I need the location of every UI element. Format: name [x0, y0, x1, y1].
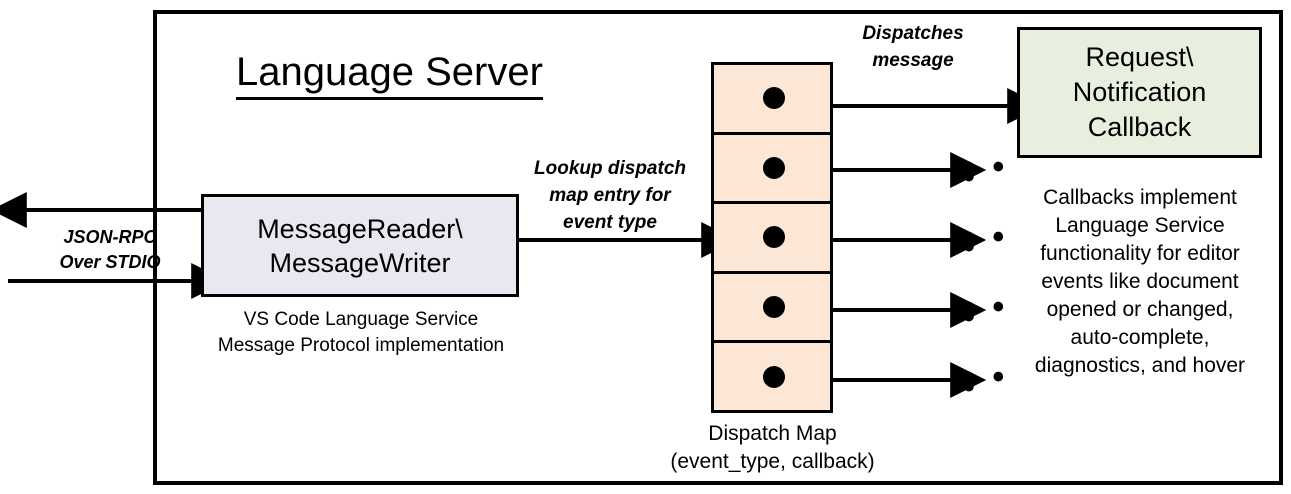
node-message-reader-writer[interactable]: MessageReader\ MessageWriter — [201, 194, 519, 297]
node-message-reader-line2: MessageWriter — [269, 247, 451, 278]
ellipsis-row-5: • • • — [963, 358, 1009, 406]
dispatch-map-caption: Dispatch Map (event_type, callback) — [655, 420, 890, 476]
node-callback-caption-line1: Callbacks implement — [1043, 186, 1237, 209]
lookup-edge-label-line3: event type — [563, 212, 657, 233]
table-row[interactable] — [714, 135, 830, 205]
dispatch-dot-icon — [763, 296, 785, 319]
dispatch-dot-icon — [763, 156, 785, 179]
jsonrpc-edge-label: JSON-RPC Over STDIO — [30, 225, 190, 275]
ellipsis-row-3: • • • — [963, 218, 1009, 266]
page-title: Language Server — [236, 49, 543, 100]
node-callback-line3: Callback — [1087, 112, 1192, 142]
lookup-edge-label-line2: map entry for — [549, 185, 671, 206]
dispatch-map-caption-line1: Dispatch Map — [708, 422, 837, 445]
table-row[interactable] — [714, 204, 830, 274]
node-callback-caption-line5: opened or changed, — [1046, 298, 1234, 321]
ellipsis-row-2: • • • — [963, 148, 1009, 196]
dispatch-map-table[interactable] — [711, 62, 833, 413]
ellipsis-row-4: • • • — [963, 288, 1009, 336]
node-callback-caption-line3: functionality for editor — [1040, 242, 1240, 265]
node-callback-line1: Request\ — [1085, 42, 1194, 72]
dispatch-dot-icon — [763, 87, 785, 110]
table-row[interactable] — [714, 343, 830, 410]
node-message-reader-caption-line1: VS Code Language Service — [243, 309, 479, 330]
table-row[interactable] — [714, 274, 830, 344]
jsonrpc-edge-label-line1: JSON-RPC — [63, 227, 157, 247]
dispatch-map-caption-line2: (event_type, callback) — [670, 450, 875, 473]
node-message-reader-line1: MessageReader\ — [257, 213, 463, 244]
node-callback-caption-line7: diagnostics, and hover — [1034, 354, 1246, 377]
node-message-reader-caption-line2: Message Protocol implementation — [217, 335, 505, 356]
jsonrpc-edge-label-line2: Over STDIO — [59, 252, 161, 272]
lookup-edge-label-line1: Lookup dispatch — [534, 158, 686, 179]
dispatch-dot-icon — [763, 226, 785, 249]
table-row[interactable] — [714, 65, 830, 135]
dispatches-message-edge-label-line1: Dispatches — [862, 23, 964, 44]
node-callback-caption-line6: auto-complete, — [1070, 326, 1210, 349]
dispatches-message-edge-label-line2: message — [872, 50, 954, 71]
node-request-notification-callback[interactable]: Request\ Notification Callback — [1017, 27, 1262, 158]
node-callback-caption-line2: Language Service — [1055, 214, 1225, 237]
lookup-edge-label: Lookup dispatch map entry for event type — [515, 155, 705, 236]
node-callback-caption: Callbacks implement Language Service fun… — [1009, 184, 1271, 380]
node-callback-line2: Notification — [1072, 77, 1207, 107]
language-server-boundary — [153, 10, 1283, 485]
dispatch-dot-icon — [763, 365, 785, 388]
node-callback-caption-line4: events like document — [1041, 270, 1239, 293]
dispatches-message-edge-label: Dispatches message — [838, 20, 988, 74]
node-message-reader-caption: VS Code Language Service Message Protoco… — [176, 307, 546, 359]
